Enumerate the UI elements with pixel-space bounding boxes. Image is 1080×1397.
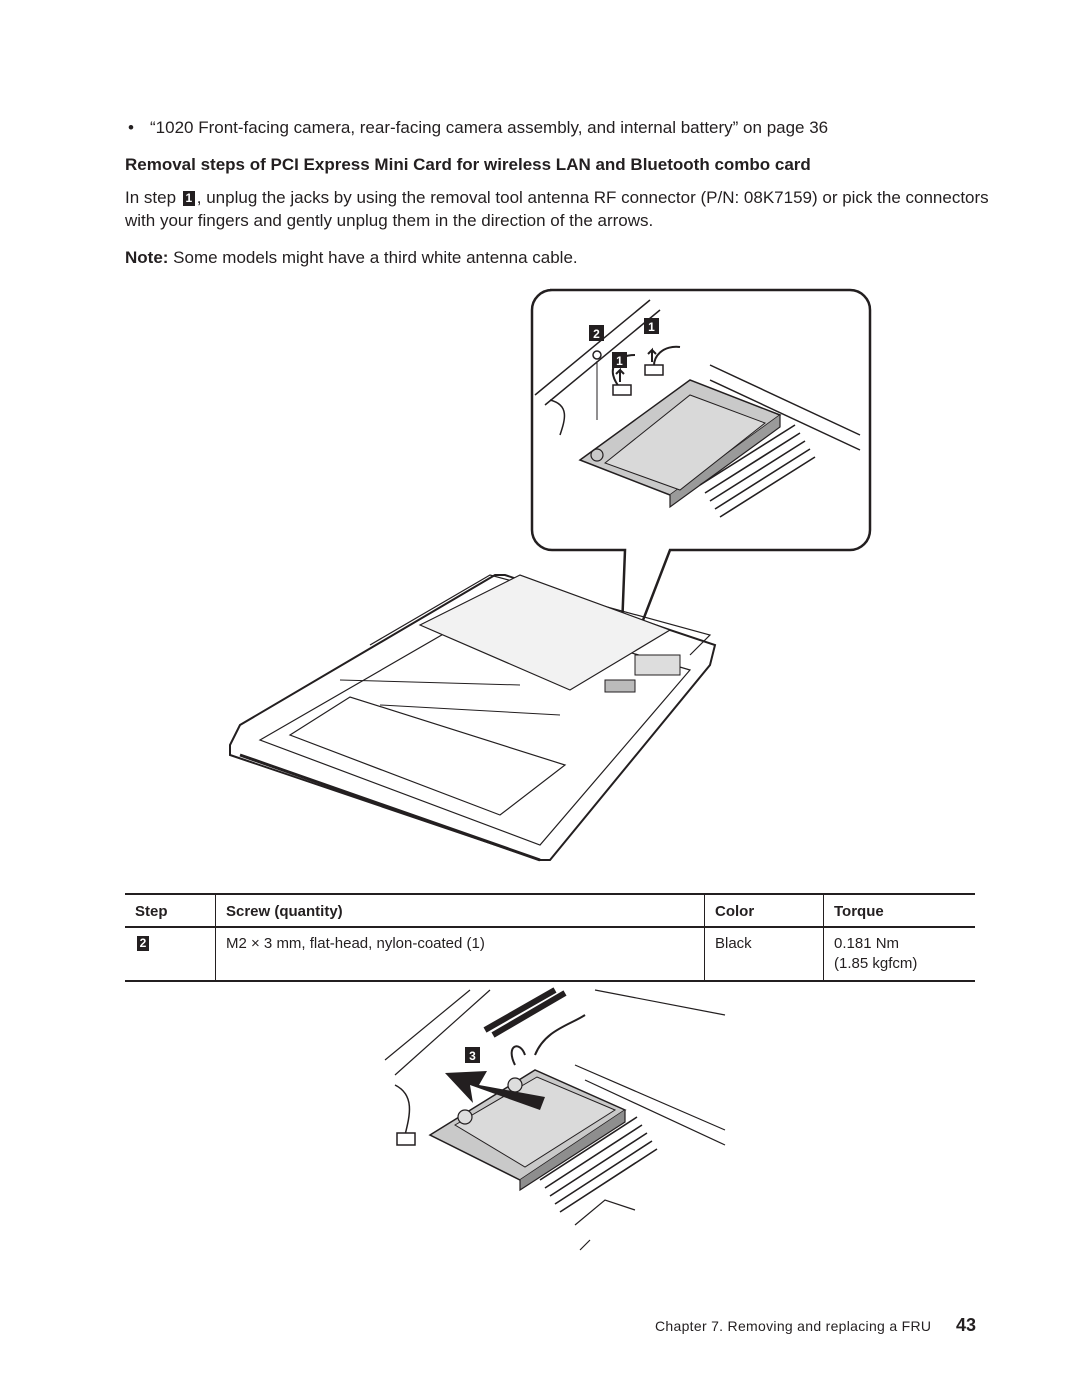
- removal-figure-1: 2 1 1: [229, 288, 872, 862]
- removal-figure-2: 3: [384, 987, 726, 1251]
- torque-cell: 0.181 Nm (1.85 kgfcm): [823, 927, 975, 982]
- column-header-step: Step: [125, 893, 216, 928]
- callout-label: 3: [469, 1049, 476, 1063]
- related-topic-bullet: • “1020 Front-facing camera, rear-facing …: [128, 116, 988, 139]
- torque-kgfcm: (1.85 kgfcm): [834, 955, 918, 972]
- callout-step-1a: 1: [644, 318, 659, 334]
- column-header-color: Color: [704, 893, 824, 928]
- column-header-torque: Torque: [823, 893, 975, 928]
- zoom-callout: [530, 288, 872, 681]
- tablet-base-illustration: [229, 574, 717, 862]
- instruction-text-before: In step: [125, 188, 177, 207]
- screw-spec-table: Step Screw (quantity) Color Torque 2 M2 …: [125, 893, 975, 982]
- note-text: Some models might have a third white ant…: [168, 248, 578, 267]
- instruction-paragraph: In step 1, unplug the jacks by using the…: [125, 186, 1005, 232]
- note-paragraph: Note: Some models might have a third whi…: [125, 246, 1005, 269]
- callout-label: 1: [616, 354, 623, 368]
- callout-step-3: 3: [465, 1047, 480, 1063]
- table-row: 2 M2 × 3 mm, flat-head, nylon-coated (1)…: [125, 927, 975, 982]
- step-cell: 2: [125, 927, 216, 982]
- callout-step-2: 2: [589, 325, 604, 341]
- callout-step-1b: 1: [612, 352, 627, 368]
- screw-cell: M2 × 3 mm, flat-head, nylon-coated (1): [215, 927, 705, 982]
- step-badge-1: 1: [182, 191, 195, 206]
- step-badge-2: 2: [137, 936, 149, 951]
- bullet-marker: •: [128, 118, 134, 137]
- slide-arrow: [445, 1071, 545, 1110]
- section-heading: Removal steps of PCI Express Mini Card f…: [125, 155, 811, 174]
- torque-nm: 0.181 Nm: [834, 935, 900, 952]
- instruction-text-after: , unplug the jacks by using the removal …: [125, 188, 989, 230]
- note-label: Note:: [125, 248, 169, 267]
- color-cell: Black: [704, 927, 824, 982]
- callout-label: 1: [648, 320, 655, 334]
- column-header-screw: Screw (quantity): [215, 893, 705, 928]
- chapter-footer: Chapter 7. Removing and replacing a FRU: [655, 1318, 932, 1334]
- callout-label: 2: [593, 327, 600, 341]
- page-number: 43: [956, 1315, 977, 1335]
- related-topic-link[interactable]: “1020 Front-facing camera, rear-facing c…: [150, 118, 829, 137]
